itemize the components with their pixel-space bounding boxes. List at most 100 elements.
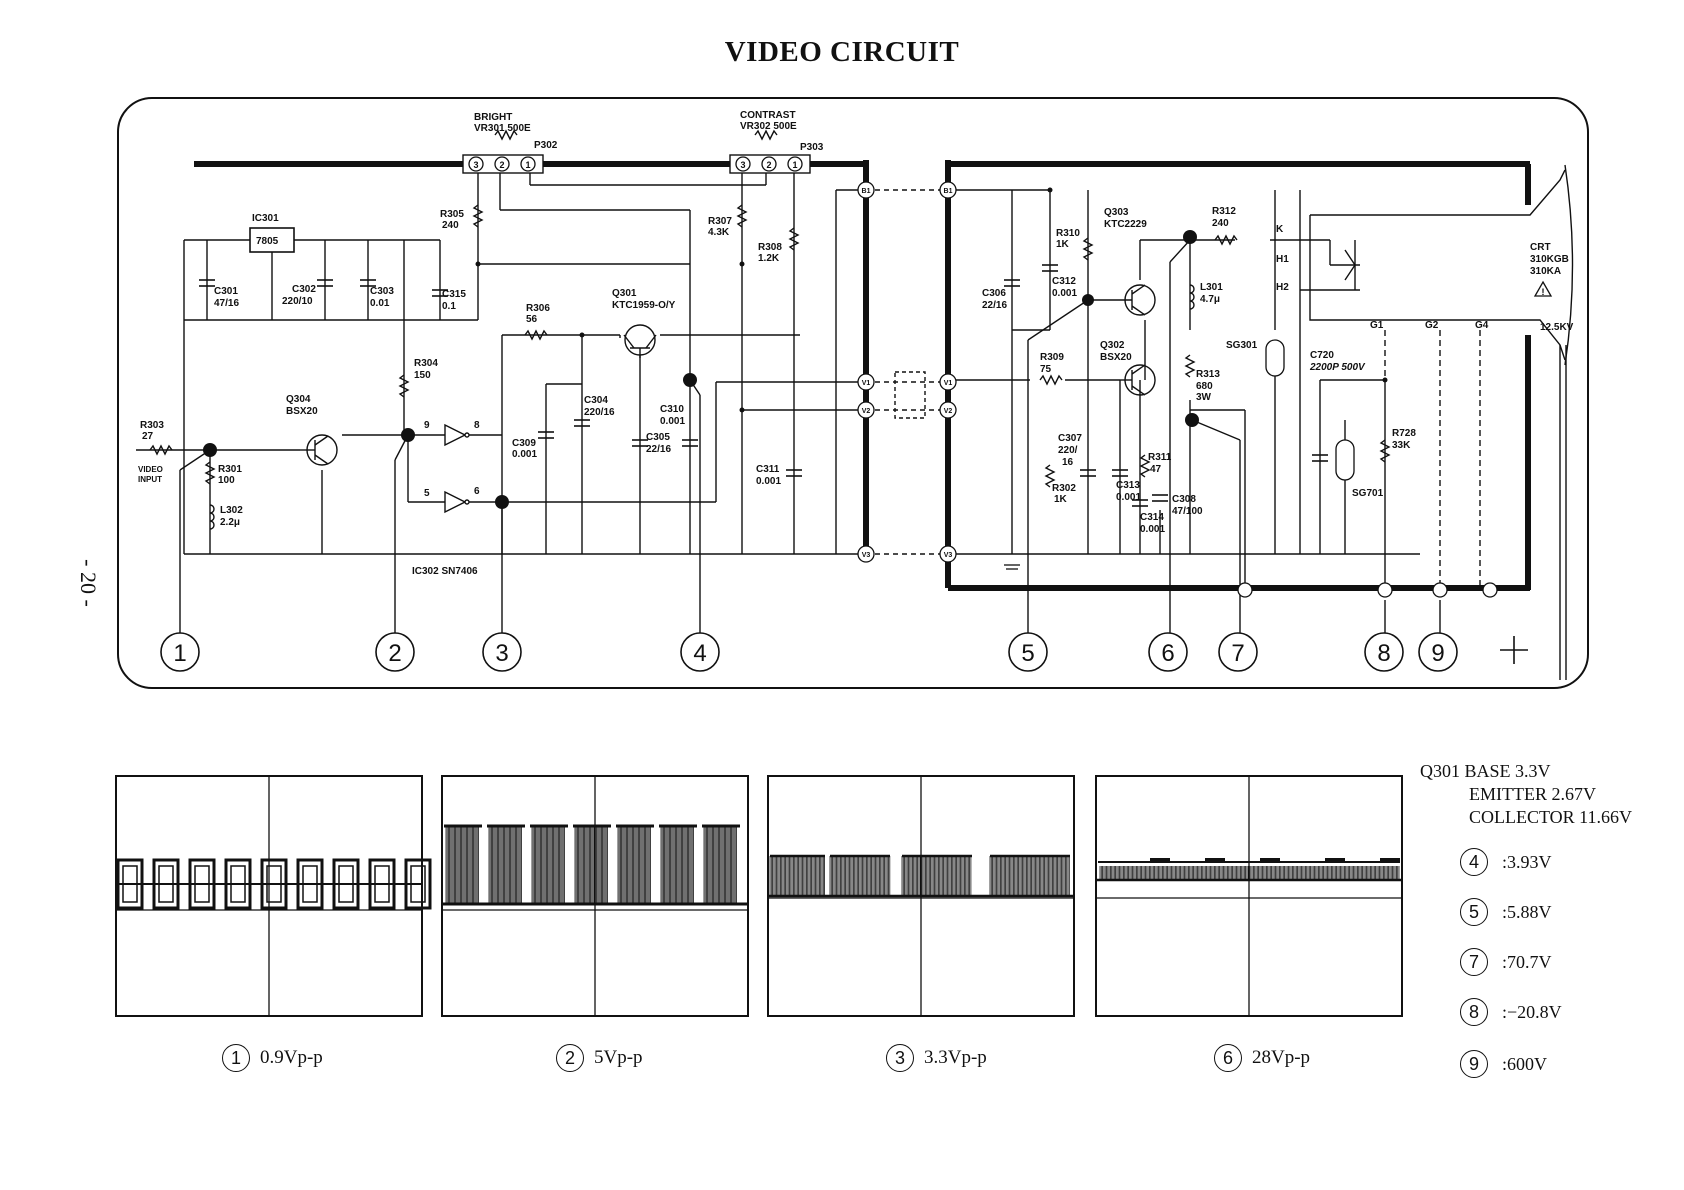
svg-text:5: 5: [424, 488, 430, 499]
svg-text:240: 240: [442, 220, 459, 231]
test-point-markers: [160, 632, 1458, 672]
test-point-6: 6: [1161, 640, 1174, 667]
svg-text:IC301: IC301: [252, 213, 279, 224]
svg-text:CONTRAST: CONTRAST: [740, 110, 796, 121]
voltage-row-7: 7:70.7V: [1460, 948, 1552, 976]
svg-text:BRIGHT: BRIGHT: [474, 112, 512, 123]
svg-text:9: 9: [424, 420, 430, 431]
svg-text:V3: V3: [862, 552, 871, 559]
svg-text:R728: R728: [1392, 428, 1416, 439]
svg-text:C309: C309: [512, 438, 536, 449]
svg-text:1K: 1K: [1054, 494, 1068, 505]
svg-text:150: 150: [414, 370, 431, 381]
test-point-8: 8: [1377, 640, 1390, 667]
svg-text:C314: C314: [1140, 512, 1164, 523]
capacitors: [199, 264, 1328, 507]
q301-voltages: Q301 BASE 3.3V EMITTER 2.67V COLLECTOR 1…: [1420, 761, 1633, 827]
svg-text:33K: 33K: [1392, 440, 1411, 451]
voltage-row-9: 9:600V: [1460, 1050, 1547, 1078]
svg-text:!: !: [1542, 287, 1545, 297]
svg-text:BSX20: BSX20: [286, 406, 318, 417]
svg-text:C308: C308: [1172, 494, 1196, 505]
svg-text:C310: C310: [660, 404, 684, 415]
page-title: VIDEO CIRCUIT: [724, 36, 960, 68]
svg-text:0.001: 0.001: [1116, 492, 1141, 503]
svg-text:220/16: 220/16: [584, 407, 615, 418]
svg-text:100: 100: [218, 475, 235, 486]
svg-text:V1: V1: [862, 380, 871, 387]
svg-text:L301: L301: [1200, 282, 1223, 293]
svg-text:INPUT: INPUT: [138, 475, 162, 484]
svg-text:R311: R311: [1148, 452, 1172, 463]
svg-text:Q303: Q303: [1104, 207, 1129, 218]
svg-text:C307: C307: [1058, 433, 1082, 444]
svg-text:Q304: Q304: [286, 394, 311, 405]
svg-text:Q302: Q302: [1100, 340, 1125, 351]
svg-text:C301: C301: [214, 286, 238, 297]
svg-text:75: 75: [1040, 364, 1052, 375]
svg-text:G4: G4: [1475, 320, 1489, 331]
voltage-row-4: 4:3.93V: [1460, 848, 1552, 876]
svg-text:P302: P302: [534, 140, 558, 151]
svg-text:C306: C306: [982, 288, 1006, 299]
svg-text:R301: R301: [218, 464, 242, 475]
svg-text:KTC1959-O/Y: KTC1959-O/Y: [612, 300, 676, 311]
node-b1: B1: [862, 188, 871, 195]
scope-waveforms: [116, 824, 1402, 910]
svg-text:C315: C315: [442, 289, 466, 300]
svg-text:C303: C303: [370, 286, 394, 297]
svg-text:R304: R304: [414, 358, 438, 369]
svg-text:2: 2: [499, 160, 504, 170]
voltage-row-8: 8:−20.8V: [1460, 998, 1562, 1026]
svg-text:C311: C311: [756, 464, 780, 475]
svg-text:C305: C305: [646, 432, 670, 443]
board-outline: [117, 97, 1589, 689]
svg-text:BSX20: BSX20: [1100, 352, 1132, 363]
resistors: [149, 129, 1391, 488]
svg-text:47/16: 47/16: [214, 298, 239, 309]
svg-text:R302: R302: [1052, 483, 1076, 494]
svg-text:56: 56: [526, 314, 538, 325]
svg-text:2.2μ: 2.2μ: [220, 517, 240, 528]
svg-text:VR302 500E: VR302 500E: [740, 121, 797, 132]
svg-text:220/10: 220/10: [282, 296, 313, 307]
svg-text:220/: 220/: [1058, 445, 1078, 456]
ic301-box: [249, 227, 295, 253]
svg-text:SG301: SG301: [1226, 340, 1258, 351]
svg-text:3: 3: [473, 160, 478, 170]
svg-text:VIDEO: VIDEO: [138, 465, 163, 474]
svg-text:8: 8: [474, 420, 480, 431]
ic302-buffers: [444, 423, 470, 514]
svg-text:KTC2229: KTC2229: [1104, 219, 1147, 230]
transistors: [300, 284, 1156, 466]
svg-text:R306: R306: [526, 303, 550, 314]
svg-text:C302: C302: [292, 284, 316, 295]
svg-text:3W: 3W: [1196, 392, 1212, 403]
svg-text:C304: C304: [584, 395, 608, 406]
svg-text:1K: 1K: [1056, 239, 1070, 250]
svg-text:22/16: 22/16: [646, 444, 671, 455]
svg-text:27: 27: [142, 431, 154, 442]
svg-text:V2: V2: [862, 408, 871, 415]
svg-text:K: K: [1276, 224, 1284, 235]
svg-text:47/100: 47/100: [1172, 506, 1203, 517]
svg-text:1: 1: [525, 160, 530, 170]
junction-dots: [203, 187, 1388, 509]
svg-text:G2: G2: [1425, 320, 1439, 331]
thin-wiring: [136, 164, 1574, 680]
svg-text:12.5KV: 12.5KV: [1540, 322, 1574, 333]
svg-text:7805: 7805: [256, 236, 279, 247]
svg-text:1.2K: 1.2K: [758, 253, 780, 264]
svg-text:P303: P303: [800, 142, 824, 153]
svg-text:0.001: 0.001: [1052, 288, 1077, 299]
svg-text:0.001: 0.001: [660, 416, 685, 427]
svg-text:V2: V2: [944, 408, 953, 415]
svg-text:C720: C720: [1310, 350, 1334, 361]
test-point-9: 9: [1431, 640, 1444, 667]
svg-text:R309: R309: [1040, 352, 1064, 363]
svg-text:C313: C313: [1116, 480, 1140, 491]
svg-text:4.3K: 4.3K: [708, 227, 730, 238]
svg-text:R305: R305: [440, 209, 464, 220]
connector-nodes: [857, 181, 1498, 598]
